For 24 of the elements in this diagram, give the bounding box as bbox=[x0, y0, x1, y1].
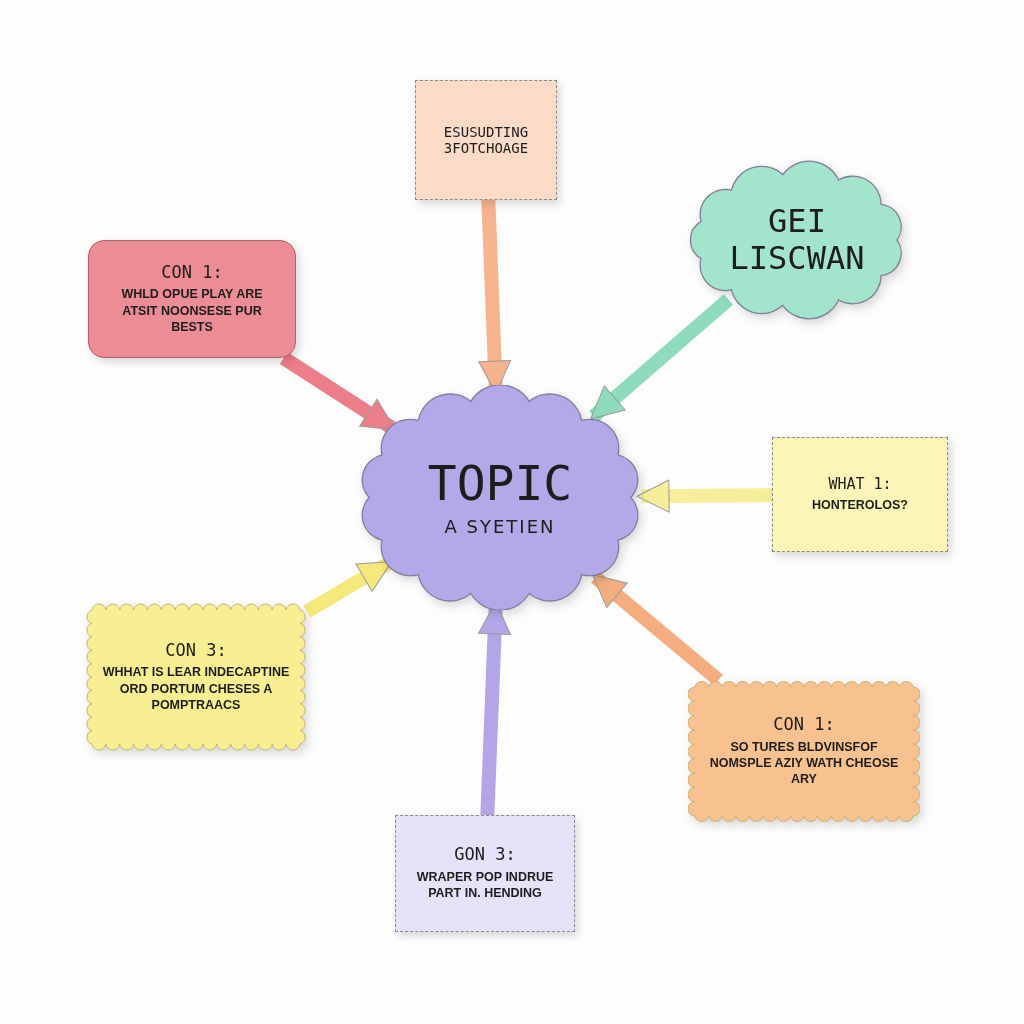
heading-text: ESUSUDTING 3FOTCHOAGE bbox=[442, 123, 530, 157]
block-arrow bbox=[279, 352, 396, 434]
body-text: WHHAT IS LEAR INDECAPTINE ORD PORTUM CHESES A POMPTRAACS bbox=[101, 664, 291, 714]
dashed-note-box bbox=[772, 437, 948, 552]
body-text: HONTEROLOS? bbox=[812, 497, 908, 514]
dashed-note-box bbox=[415, 80, 557, 200]
heading-text: CON 3: bbox=[165, 640, 227, 661]
heading-text: TOPIC bbox=[427, 456, 573, 512]
block-arrow bbox=[303, 557, 393, 618]
block-arrow bbox=[589, 294, 734, 422]
heading-text: WHAT 1: bbox=[828, 475, 892, 493]
heading-text: GEI LISCWAN bbox=[728, 203, 866, 277]
block-arrow bbox=[636, 479, 773, 513]
heading-text: GON 3: bbox=[454, 845, 516, 865]
rounded-box bbox=[88, 240, 296, 358]
wavy-note-box bbox=[688, 680, 920, 823]
heading-text: CON 1: bbox=[161, 262, 223, 283]
dashed-note-box bbox=[395, 815, 575, 932]
body-text: WRAPER POP INDRUE PART IN. HENDING bbox=[415, 869, 555, 902]
body-text: WHLD OPUE PLAY ARE ATSIT NOONSESE PUR BESTS bbox=[120, 286, 264, 336]
body-text: A SYETIEN bbox=[444, 515, 556, 539]
heading-text: CON 1: bbox=[773, 715, 835, 735]
body-text: SO TURES BLDVINSFOF NOMSPLE AZIY WATH CHEOSE ARY bbox=[708, 738, 900, 788]
wavy-note-box bbox=[85, 603, 307, 751]
